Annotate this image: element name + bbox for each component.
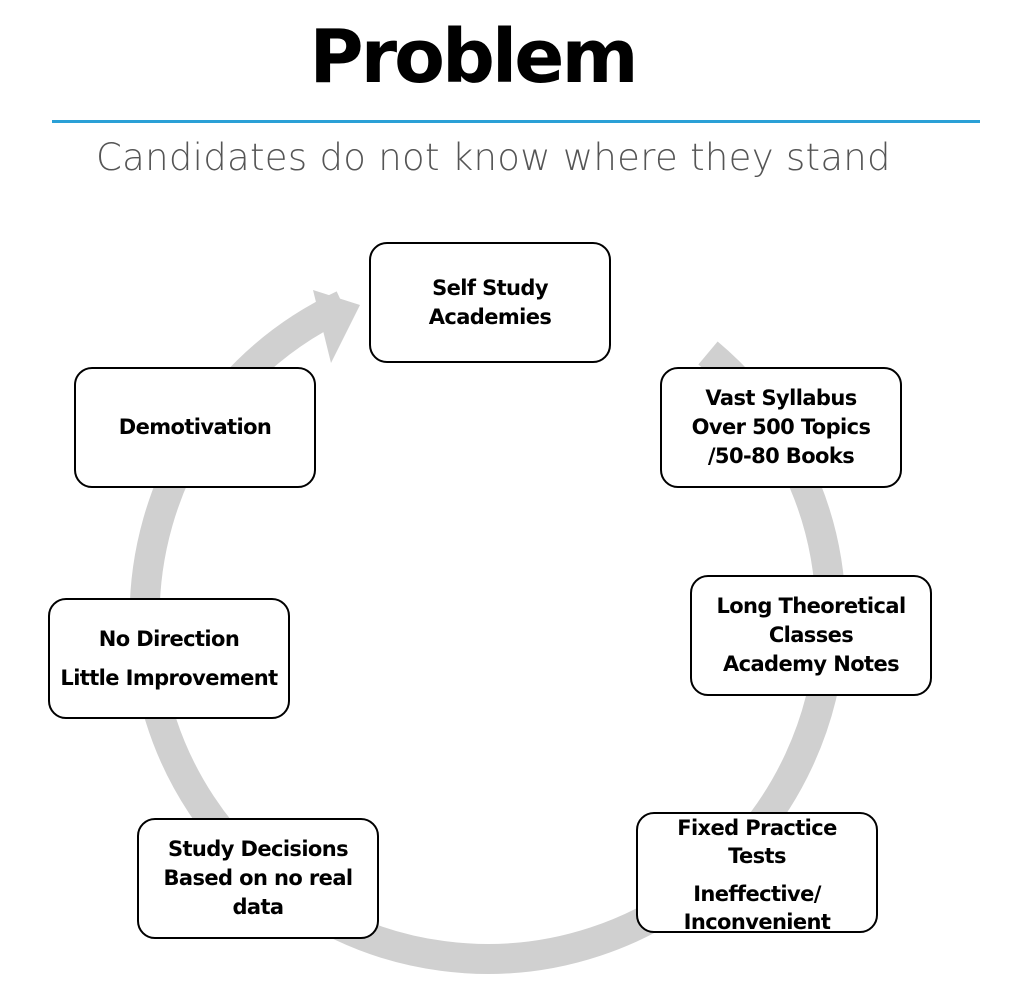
node-line: data xyxy=(232,895,284,919)
node-self-study: Self Study Academies xyxy=(369,242,611,363)
node-line: Inconvenient xyxy=(683,910,831,934)
node-line: Over 500 Topics xyxy=(691,415,871,439)
node-line: Demotivation xyxy=(118,415,272,439)
node-line: Self Study xyxy=(432,275,548,300)
node-line: Academies xyxy=(428,304,552,329)
slide-subtitle: Candidates do not know where they stand xyxy=(96,136,891,179)
title-divider xyxy=(52,120,980,123)
node-line: Study Decisions xyxy=(167,837,349,861)
node-line: Tests xyxy=(728,844,786,868)
node-line: Long Theoretical xyxy=(716,594,906,618)
node-no-direction: No Direction Little Improvement xyxy=(48,598,290,719)
cycle-arrowhead xyxy=(313,290,360,363)
node-fixed-tests: Fixed Practice Tests Ineffective/ Inconv… xyxy=(636,812,878,934)
node-line: Classes xyxy=(768,623,854,647)
node-line: Vast Syllabus xyxy=(705,386,857,410)
node-demotivation: Demotivation xyxy=(74,367,316,488)
node-line: No Direction xyxy=(98,626,240,651)
node-line: Ineffective/ xyxy=(693,882,821,906)
node-long-classes: Long Theoretical Classes Academy Notes xyxy=(690,575,932,696)
node-vast-syllabus: Vast Syllabus Over 500 Topics /50-80 Boo… xyxy=(660,367,902,488)
node-line: Fixed Practice xyxy=(677,816,837,840)
node-line: Little Improvement xyxy=(60,665,278,690)
slide-title: Problem xyxy=(309,14,638,100)
node-line: Based on no real xyxy=(163,866,353,890)
node-line: /50-80 Books xyxy=(707,444,855,468)
node-study-decisions: Study Decisions Based on no real data xyxy=(137,818,379,939)
node-line: Academy Notes xyxy=(722,652,900,676)
